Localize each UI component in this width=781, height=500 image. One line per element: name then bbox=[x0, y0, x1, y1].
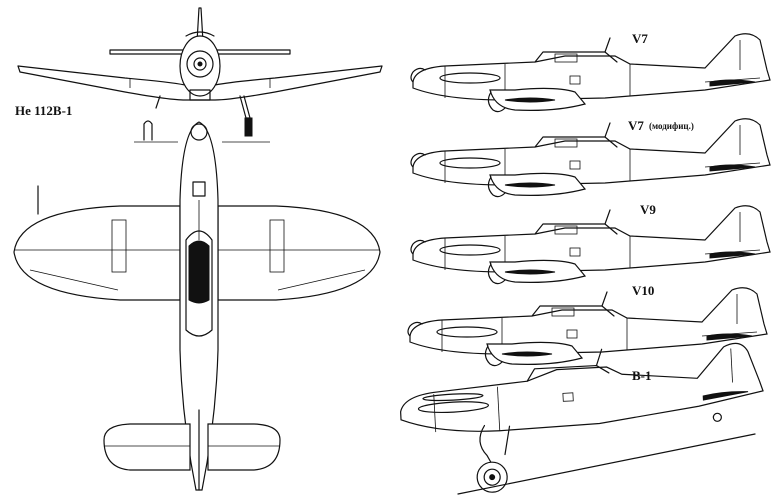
front-view bbox=[17, 7, 383, 137]
variant-note-v7-mod: (модифиц.) bbox=[649, 121, 694, 131]
side-view-b1 bbox=[400, 342, 764, 493]
ground-marker bbox=[134, 120, 270, 143]
variant-label-v7-mod: V7 bbox=[628, 118, 644, 133]
side-view-v7-mod bbox=[410, 118, 771, 198]
variant-label-v10: V10 bbox=[632, 283, 654, 298]
side-view-v10 bbox=[407, 287, 768, 367]
variant-label-b1: B-1 bbox=[632, 368, 652, 383]
side-view-v9 bbox=[410, 205, 771, 285]
main-aircraft-label: He 112B-1 bbox=[15, 103, 72, 118]
plan-view bbox=[13, 121, 381, 491]
side-view-v7 bbox=[410, 33, 771, 113]
ground-line bbox=[457, 433, 756, 495]
variant-label-v9: V9 bbox=[640, 202, 656, 217]
variant-label-v7: V7 bbox=[632, 31, 648, 46]
